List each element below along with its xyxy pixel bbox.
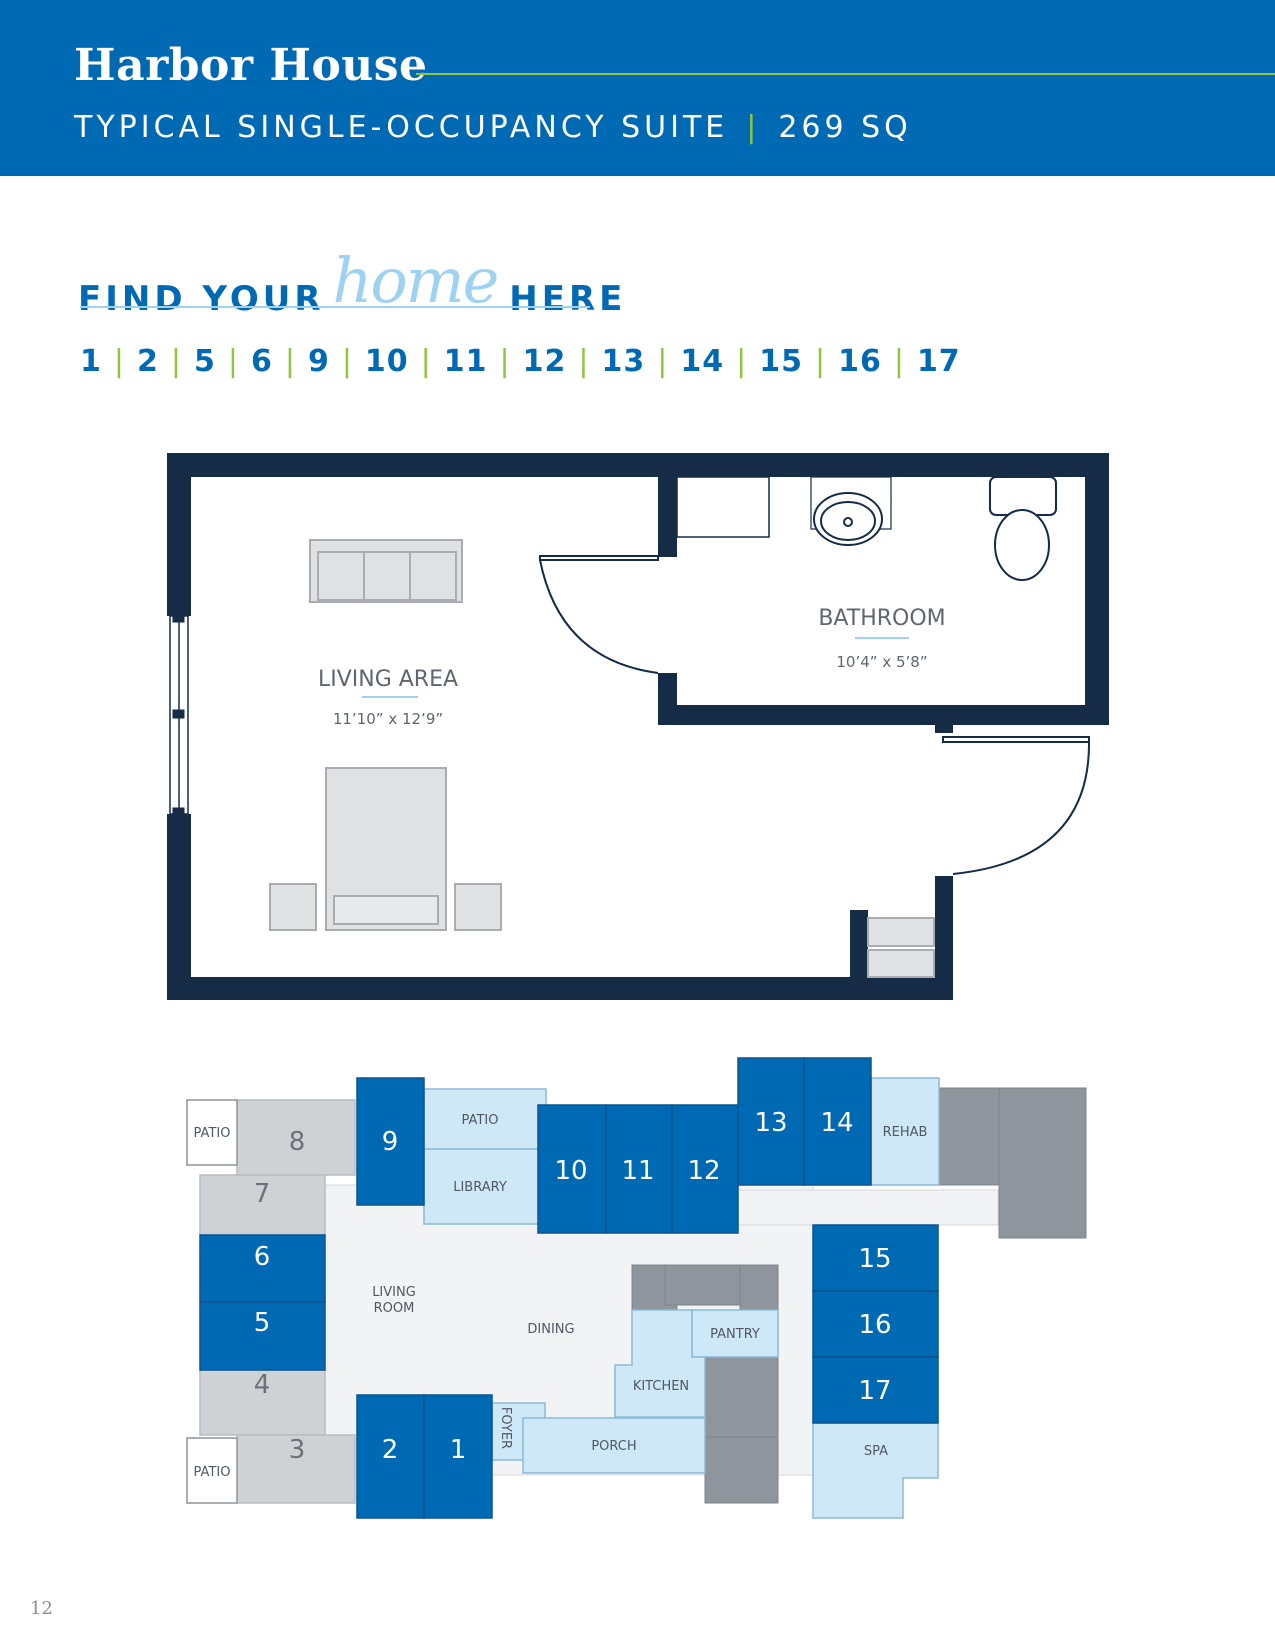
bathroom-label: BATHROOM — [818, 606, 945, 631]
unit-1: 1 — [450, 1435, 467, 1465]
unit-5: 5 — [254, 1308, 271, 1338]
label-library: LIBRARY — [453, 1180, 507, 1195]
tagline-rule — [80, 306, 590, 308]
suite-number-separator: | — [578, 344, 590, 379]
unit-16: 16 — [858, 1310, 891, 1340]
unit-3-block — [236, 1434, 356, 1504]
label-kitchen: KITCHEN — [633, 1379, 689, 1394]
suite-number: 11 — [443, 344, 488, 379]
unit-13: 13 — [754, 1108, 787, 1138]
gray-units — [199, 1099, 356, 1504]
suite-floorplan: LIVING AREA 11’10” x 12’9” BATHROOM 10’4… — [167, 453, 1109, 1000]
label-patio-bottom: PATIO — [194, 1465, 231, 1480]
suite-number: 14 — [680, 344, 725, 379]
label-patio-top: PATIO — [194, 1126, 231, 1141]
tagline-your: YOUR — [202, 279, 325, 319]
suite-number: 5 — [193, 344, 216, 379]
unit-9: 9 — [382, 1127, 399, 1157]
label-dining: DINING — [527, 1322, 574, 1337]
header-banner: Harbor House TYPICAL SINGLE-OCCUPANCY SU… — [0, 0, 1275, 176]
suite-number: 9 — [307, 344, 330, 379]
living-area-dimensions: 11’10” x 12’9” — [333, 710, 443, 728]
suite-number-separator: | — [814, 344, 827, 379]
unit-7: 7 — [254, 1179, 271, 1209]
door-swings — [539, 555, 1091, 875]
unit-6: 6 — [254, 1242, 271, 1272]
bathroom-dimensions: 10’4” x 5’8” — [836, 653, 927, 671]
suite-number-separator: | — [893, 344, 905, 379]
unit-17: 17 — [858, 1376, 891, 1406]
furniture — [269, 539, 935, 978]
unit-11: 11 — [621, 1156, 654, 1186]
unit-7-block — [199, 1174, 326, 1236]
unit-14: 14 — [820, 1108, 853, 1138]
suite-number-separator: | — [170, 344, 182, 379]
suite-number-separator: | — [420, 344, 432, 379]
suite-number: 2 — [136, 344, 159, 379]
patio-bottom-box — [186, 1437, 238, 1504]
subtitle: TYPICAL SINGLE-OCCUPANCY SUITE | 269 SQ — [74, 110, 912, 145]
label-living: LIVING — [372, 1285, 416, 1300]
label-pantry: PANTRY — [710, 1327, 760, 1342]
suite-number-separator: | — [736, 344, 748, 379]
label-spa: SPA — [864, 1444, 888, 1459]
page-title: Harbor House — [74, 40, 428, 91]
suite-number: 10 — [364, 344, 409, 379]
unit-15: 15 — [858, 1244, 891, 1274]
service-blocks — [631, 1087, 1087, 1504]
bathroom-rule — [855, 637, 909, 639]
suite-number-list: 1 | 2 | 5 | 6 | 9 | 10 | 11 | 12 | 13 | 14 | 15 | 16 | 17 — [80, 344, 961, 379]
suite-number: 12 — [522, 344, 567, 379]
blue-units — [199, 1057, 939, 1519]
patio-top-box — [186, 1099, 238, 1166]
unit-8: 8 — [289, 1127, 306, 1157]
suite-type: TYPICAL SINGLE-OCCUPANCY SUITE — [74, 110, 729, 145]
title-rule — [416, 73, 1275, 75]
label-rehab: REHAB — [883, 1125, 928, 1140]
suite-number-separator: | — [113, 344, 125, 379]
unit-2: 2 — [382, 1435, 399, 1465]
unit-4-block — [199, 1369, 326, 1436]
subtitle-separator: | — [746, 110, 761, 145]
walls — [167, 453, 1109, 1000]
unit-12: 12 — [687, 1156, 720, 1186]
unit-3: 3 — [289, 1435, 306, 1465]
tagline-find: FIND — [78, 279, 187, 319]
page-number: 12 — [30, 1598, 53, 1619]
window — [169, 615, 189, 815]
suite-number: 6 — [250, 344, 273, 379]
suite-number-separator: | — [499, 344, 511, 379]
suite-number: 13 — [601, 344, 646, 379]
unit-8-block — [236, 1099, 356, 1176]
unit-4: 4 — [254, 1370, 271, 1400]
label-porch: PORCH — [591, 1439, 636, 1454]
suite-number: 16 — [838, 344, 882, 379]
bathroom-fixtures — [676, 476, 1057, 581]
tagline-home-script: home — [332, 244, 500, 317]
suite-number: 15 — [759, 344, 803, 379]
suite-number: 1 — [80, 344, 102, 379]
suite-number-separator: | — [227, 344, 239, 379]
label-room: ROOM — [374, 1301, 415, 1316]
suite-number: 17 — [916, 344, 961, 379]
label-patio-mid: PATIO — [462, 1113, 499, 1128]
suite-number-separator: | — [657, 344, 669, 379]
living-area-rule — [362, 696, 418, 698]
unit-10: 10 — [554, 1156, 587, 1186]
label-foyer: FOYER — [498, 1407, 513, 1449]
suite-number-separator: | — [284, 344, 296, 379]
suite-number-separator: | — [341, 344, 353, 379]
living-area-label: LIVING AREA — [318, 667, 458, 692]
suite-area: 269 SQ — [778, 110, 912, 145]
tagline-here: HERE — [509, 279, 627, 319]
